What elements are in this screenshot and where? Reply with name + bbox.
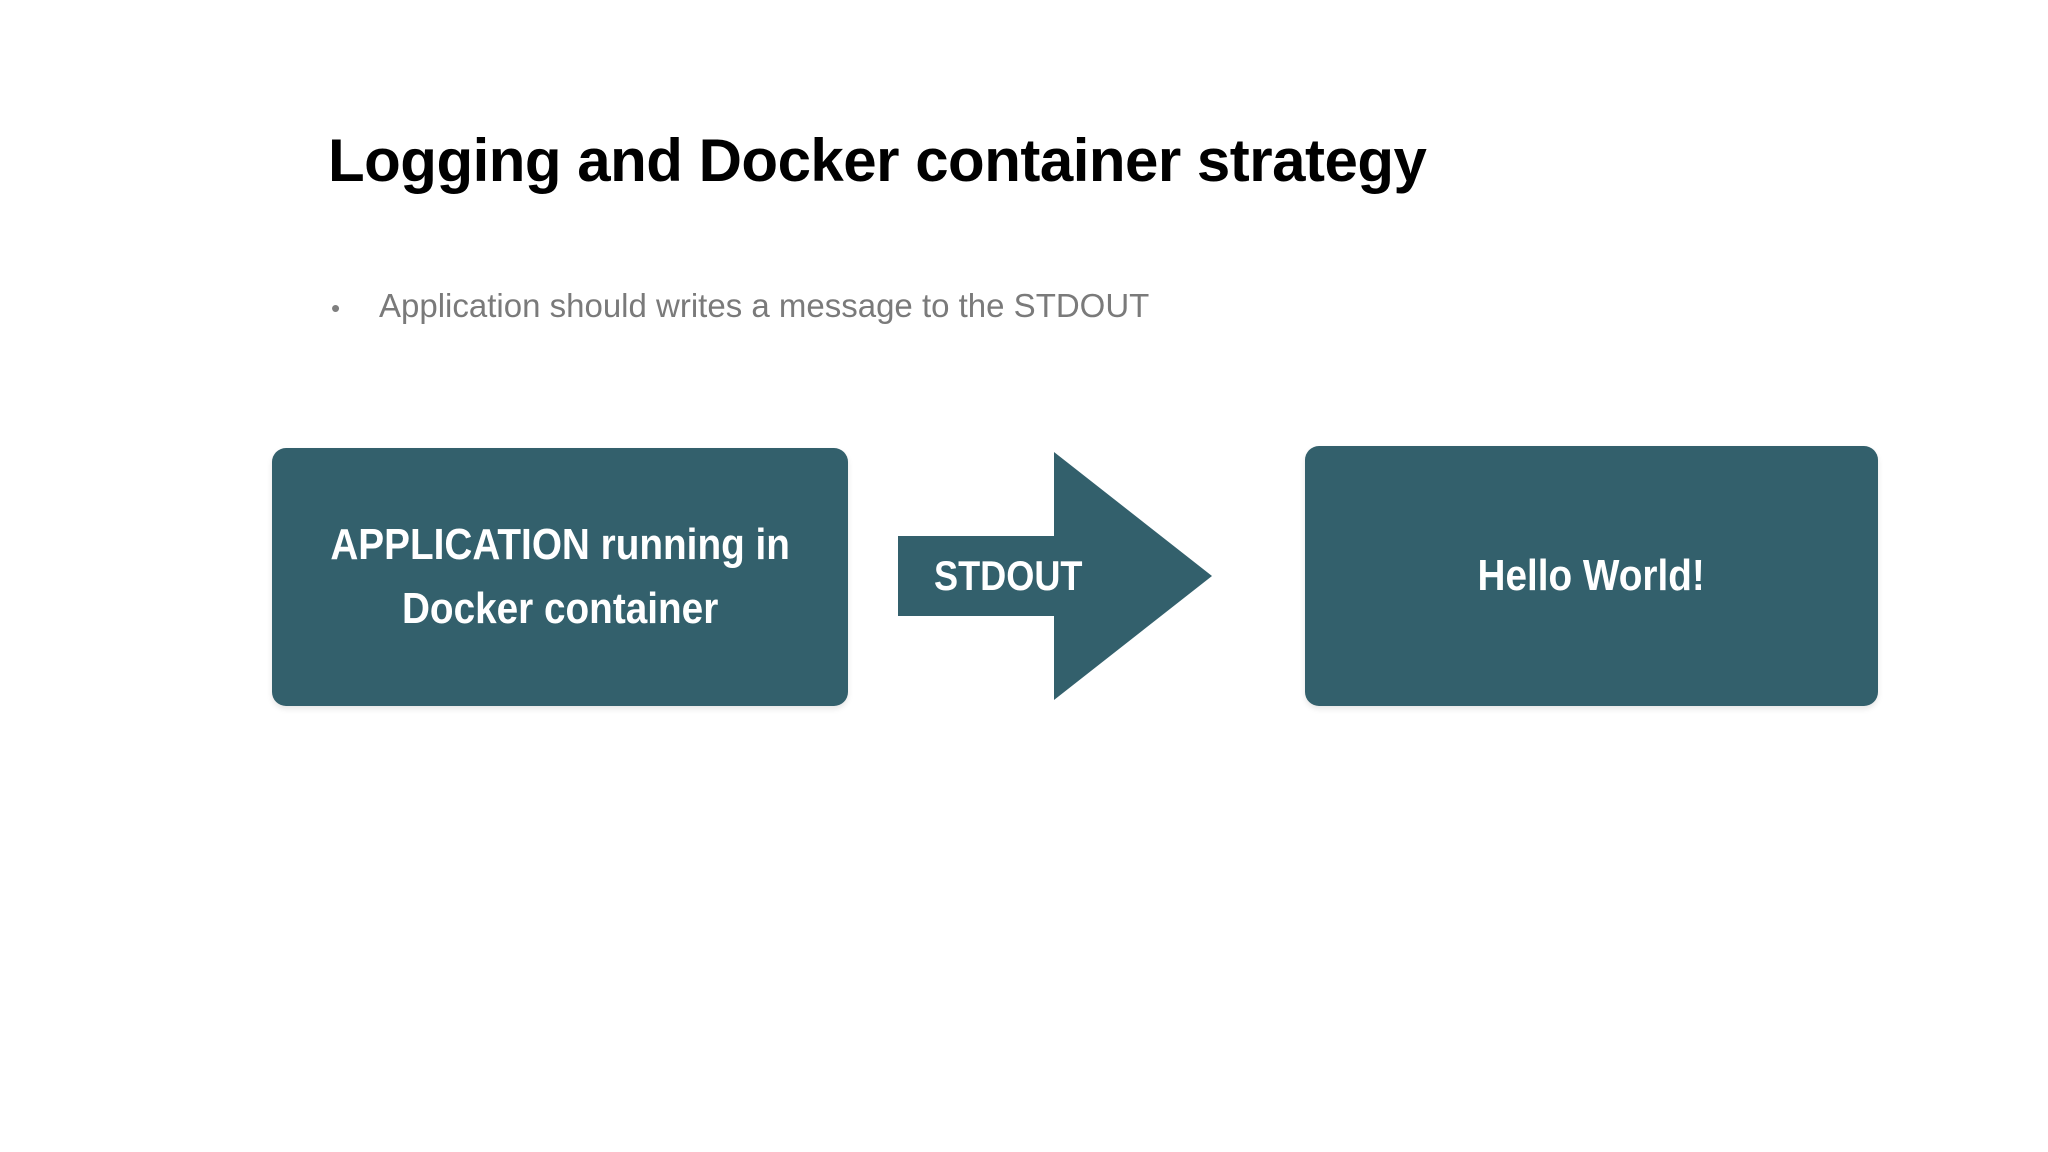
node-application-label: APPLICATION running in Docker container bbox=[309, 513, 811, 641]
diagram-node-output[interactable]: Hello World! bbox=[1305, 446, 1878, 706]
bullet-item-text: Application should writes a message to t… bbox=[379, 287, 1150, 324]
node-application-label-line2: Docker container bbox=[401, 584, 719, 633]
bullet-point-icon: • bbox=[331, 293, 341, 323]
diagram-node-application[interactable]: APPLICATION running in Docker container bbox=[272, 448, 848, 706]
node-application-label-line1: APPLICATION running in bbox=[330, 520, 790, 569]
bullet-list: • Application should writes a message to… bbox=[325, 285, 1725, 339]
arrow-right-icon bbox=[898, 452, 1212, 700]
page-title: Logging and Docker container strategy bbox=[328, 127, 1427, 194]
node-output-label: Hello World! bbox=[1477, 551, 1706, 600]
list-item: • Application should writes a message to… bbox=[325, 285, 1725, 329]
stdout-arrow-connector[interactable]: STDOUT bbox=[898, 448, 1216, 704]
